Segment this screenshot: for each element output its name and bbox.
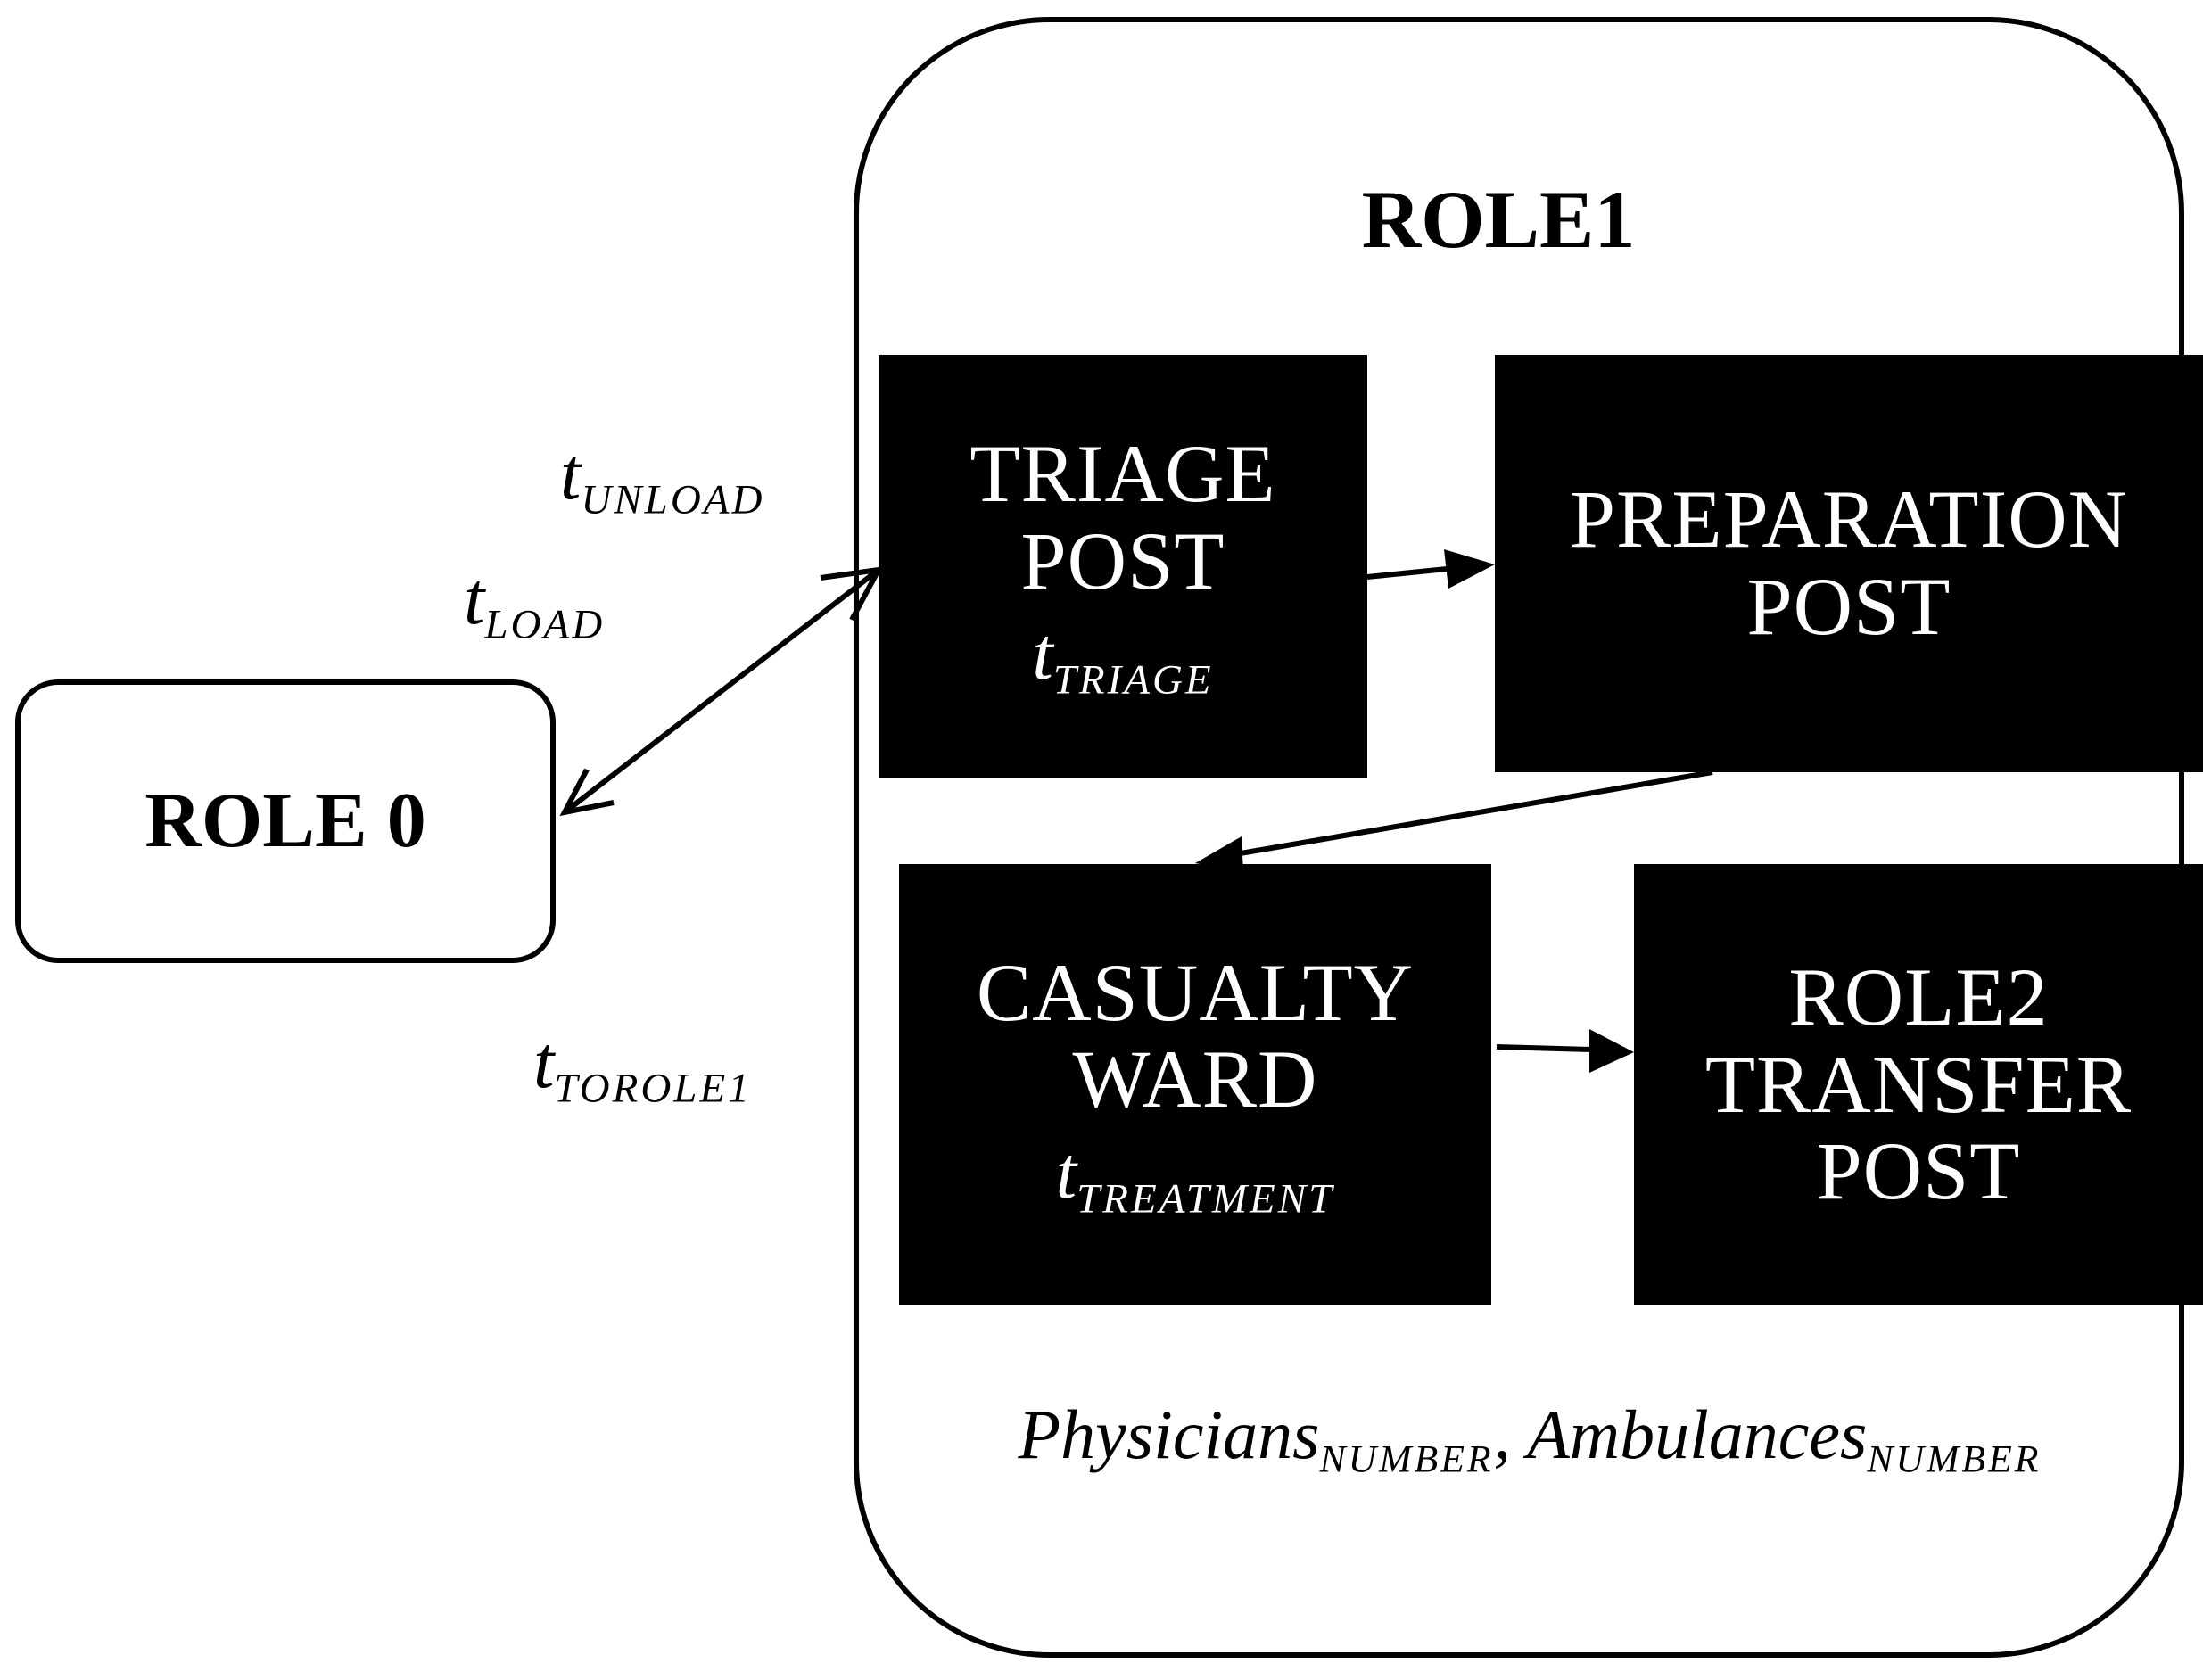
- physicians-text: Physicians: [1018, 1396, 1320, 1473]
- preparation-post-node: PREPARATION POST: [1495, 355, 2203, 772]
- treatment-time-var: t: [1055, 1131, 1077, 1215]
- torole1-time-sub: TOROLE1: [554, 1065, 752, 1112]
- role0-label: ROLE 0: [144, 778, 426, 864]
- role2-label-line3: POST: [1816, 1125, 2021, 1217]
- torole1-time-var: t: [533, 1021, 555, 1104]
- role2-label-line1: ROLE2: [1788, 951, 2049, 1043]
- casualty-ward-label-line1: CASUALTY: [976, 946, 1415, 1038]
- role2-transfer-post-node: ROLE2 TRANSFER POST: [1634, 864, 2203, 1305]
- role2-label-line2: TRANSFER: [1704, 1038, 2133, 1130]
- preparation-post-label-line2: POST: [1746, 561, 1951, 652]
- treatment-time-sub: TREATMENT: [1077, 1175, 1335, 1223]
- resources-separator: ,: [1493, 1396, 1528, 1473]
- torole1-time-label: tTOROLE1: [533, 1025, 752, 1110]
- role0-triage-bidirectional-arrow: [559, 566, 884, 817]
- unload-time-label: tUNLOAD: [560, 437, 765, 522]
- load-time-var: t: [464, 557, 485, 640]
- triage-time-sub: TRIAGE: [1052, 656, 1214, 704]
- triage-post-label-line1: TRIAGE: [969, 428, 1276, 520]
- triage-time-var: t: [1032, 613, 1053, 696]
- role0-node: ROLE 0: [15, 679, 556, 963]
- load-time-label: tLOAD: [464, 562, 605, 646]
- triage-post-node: TRIAGE POST tTRIAGE: [879, 355, 1367, 778]
- ambulances-sub: NUMBER: [1867, 1437, 2042, 1481]
- ambulances-text: Ambulances: [1527, 1396, 1868, 1473]
- triage-time-label: tTRIAGE: [1032, 617, 1213, 702]
- physicians-sub: NUMBER: [1319, 1437, 1494, 1481]
- preparation-post-label-line1: PREPARATION: [1569, 474, 2129, 565]
- unload-time-sub: UNLOAD: [581, 476, 765, 523]
- treatment-time-label: tTREATMENT: [1056, 1135, 1335, 1223]
- load-time-sub: LOAD: [484, 601, 606, 648]
- resources-label: PhysiciansNUMBER, AmbulancesNUMBER: [892, 1400, 2167, 1479]
- casualty-ward-node: CASUALTY WARD tTREATMENT: [899, 864, 1491, 1305]
- unload-time-var: t: [560, 432, 582, 515]
- triage-post-label-line2: POST: [1020, 515, 1225, 606]
- role1-title: ROLE1: [1361, 174, 1636, 265]
- casualty-ward-label-line2: WARD: [1072, 1034, 1318, 1125]
